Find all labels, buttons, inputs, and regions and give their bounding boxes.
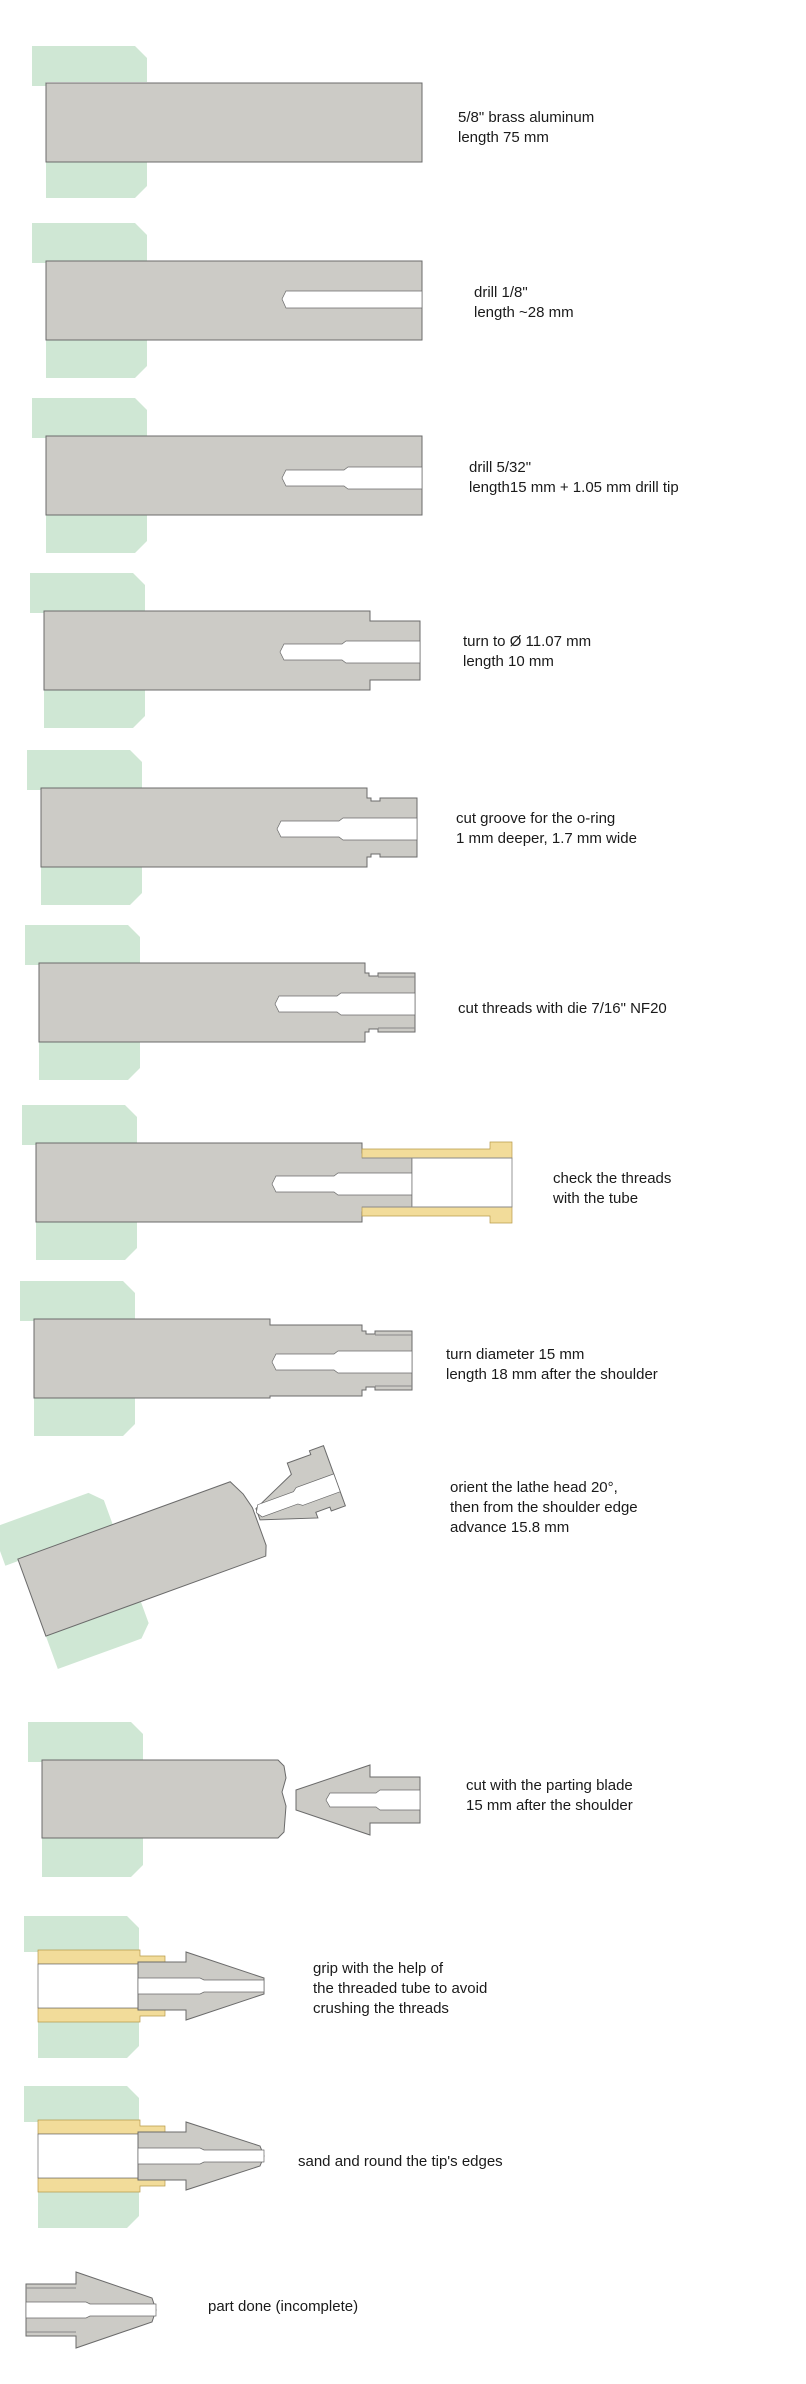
step-2-label-line: drill 1/8" bbox=[474, 284, 528, 301]
step-6-label-line: cut threads with die 7/16" NF20 bbox=[458, 1000, 667, 1017]
brass-stock bbox=[33, 1318, 413, 1399]
step-9-label-line: advance 15.8 mm bbox=[450, 1519, 569, 1536]
threaded-tube-top bbox=[361, 1141, 513, 1159]
chuck-jaw-top bbox=[24, 2086, 139, 2122]
chuck-jaw-top bbox=[32, 223, 147, 263]
step-7-label-line: check the threads bbox=[553, 1170, 671, 1187]
step-9-label-line: then from the shoulder edge bbox=[450, 1499, 638, 1516]
tube-bore bbox=[37, 1963, 139, 2009]
chuck-jaw-top bbox=[25, 925, 140, 965]
chuck-jaw-bottom bbox=[32, 514, 147, 553]
step-4-label-line: turn to Ø 11.07 mm bbox=[463, 633, 591, 650]
chuck-jaw-top bbox=[20, 1281, 135, 1321]
drilled-bore bbox=[274, 992, 416, 1016]
chuck-jaw-bottom bbox=[28, 1838, 143, 1877]
drilled-bore bbox=[137, 1977, 265, 1995]
step-4-label-line: length 10 mm bbox=[463, 653, 554, 670]
chuck-jaw-top bbox=[32, 398, 147, 438]
threaded-tube-bottom bbox=[361, 1206, 513, 1224]
step-12 bbox=[24, 2086, 265, 2228]
step-8-label-line: length 18 mm after the shoulder bbox=[446, 1366, 658, 1383]
chuck-jaw-bottom bbox=[32, 162, 147, 198]
step-1-label-line: length 75 mm bbox=[458, 129, 549, 146]
step-6 bbox=[25, 925, 416, 1080]
brass-stock bbox=[40, 787, 418, 868]
drilled-bore bbox=[281, 466, 423, 490]
drilled-bore bbox=[279, 640, 421, 664]
tube-bore bbox=[411, 1157, 513, 1208]
chuck-jaw-bottom bbox=[22, 1221, 137, 1260]
brass-stock bbox=[17, 1481, 267, 1637]
chuck-jaw-top bbox=[27, 750, 142, 790]
drilled-bore bbox=[276, 817, 418, 841]
step-labels: 5/8" brass aluminum length 75 mm drill 1/8… bbox=[208, 109, 679, 2315]
brass-stock bbox=[45, 82, 423, 163]
step-9 bbox=[0, 1445, 347, 1674]
step-2-label-line: length ~28 mm bbox=[474, 304, 574, 321]
step-13 bbox=[25, 2271, 157, 2349]
step-10 bbox=[28, 1722, 421, 1877]
chuck-jaw-top bbox=[28, 1722, 143, 1762]
step-2 bbox=[32, 223, 423, 378]
drilled-bore bbox=[325, 1789, 421, 1811]
drilled-bore bbox=[281, 290, 423, 309]
chuck-jaw-bottom bbox=[20, 1397, 135, 1436]
chuck-jaw-bottom bbox=[25, 1041, 140, 1080]
tube-bore bbox=[37, 2133, 139, 2179]
step-13-label-line: part done (incomplete) bbox=[208, 2298, 358, 2315]
step-7 bbox=[22, 1105, 513, 1260]
drilled-bore bbox=[271, 1350, 413, 1374]
drilled-bore bbox=[255, 1473, 341, 1518]
step-11-label-line: grip with the help of bbox=[313, 1960, 444, 1977]
chuck-jaw-bottom bbox=[24, 2022, 139, 2058]
drilled-bore bbox=[137, 2147, 265, 2165]
chuck-jaw-bottom bbox=[24, 2192, 139, 2228]
step-10-label-line: 15 mm after the shoulder bbox=[466, 1797, 633, 1814]
drilled-bore bbox=[25, 2301, 157, 2319]
step-11-label-line: crushing the threads bbox=[313, 2000, 449, 2017]
step-11-label-line: the threaded tube to avoid bbox=[313, 1980, 487, 1997]
chuck-jaw-top bbox=[32, 46, 147, 86]
step-5 bbox=[27, 750, 418, 905]
chuck-jaw-top bbox=[22, 1105, 137, 1145]
step-8 bbox=[20, 1281, 413, 1436]
drilled-bore bbox=[271, 1172, 413, 1196]
chuck-jaw-top bbox=[24, 1916, 139, 1952]
step-5-label-line: cut groove for the o-ring bbox=[456, 810, 615, 827]
chuck-jaw-bottom bbox=[30, 689, 145, 728]
brass-stock bbox=[41, 1759, 287, 1839]
chuck-jaw-bottom bbox=[32, 339, 147, 378]
step-10-label-line: cut with the parting blade bbox=[466, 1777, 633, 1794]
brass-stock bbox=[43, 610, 421, 691]
step-1-label-line: 5/8" brass aluminum bbox=[458, 109, 594, 126]
step-8-label-line: turn diameter 15 mm bbox=[446, 1346, 584, 1363]
chuck-jaw-top bbox=[0, 1492, 113, 1566]
chuck-jaw-top bbox=[30, 573, 145, 613]
step-5-label-line: 1 mm deeper, 1.7 mm wide bbox=[456, 830, 637, 847]
brass-stock bbox=[38, 962, 416, 1043]
chuck-jaw-bottom bbox=[27, 866, 142, 905]
step-3-label-line: length15 mm + 1.05 mm drill tip bbox=[469, 479, 679, 496]
step-1 bbox=[32, 46, 423, 198]
step-3 bbox=[32, 398, 423, 553]
step-3-label-line: drill 5/32" bbox=[469, 459, 531, 476]
step-7-label-line: with the tube bbox=[552, 1190, 638, 1207]
step-11 bbox=[24, 1916, 265, 2058]
chuck-jaw-bottom bbox=[44, 1597, 149, 1674]
step-12-label-line: sand and round the tip's edges bbox=[298, 2153, 503, 2170]
step-4 bbox=[30, 573, 421, 728]
step-9-label-line: orient the lathe head 20°, bbox=[450, 1479, 618, 1496]
